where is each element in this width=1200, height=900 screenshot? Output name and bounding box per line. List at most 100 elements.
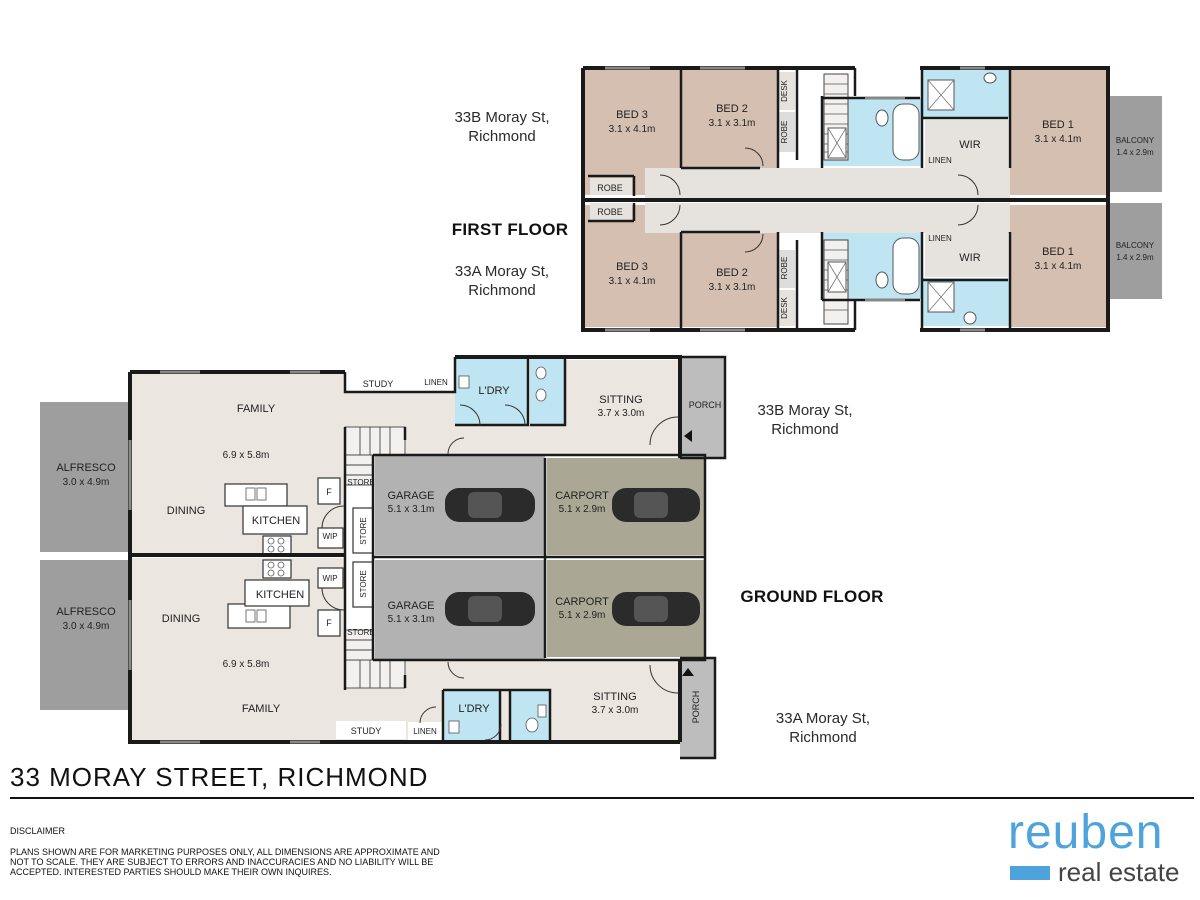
bed3-a-dim: 3.1 x 4.1m — [609, 276, 656, 287]
robe-a2-label: ROBE — [780, 257, 789, 280]
carport-b-label: CARPORT — [555, 490, 609, 502]
dining-b-label: DINING — [167, 505, 206, 517]
wc-b — [530, 357, 565, 425]
alfresco-b-label: ALFRESCO — [56, 462, 116, 474]
wir-b — [925, 120, 1008, 168]
hall-b — [645, 168, 1010, 198]
ff-unit-a-line1: 33A Moray St, — [455, 263, 549, 280]
linen-b — [418, 375, 453, 392]
disclaimer-heading: DISCLAIMER — [10, 826, 66, 836]
bed3-a-label: BED 3 — [616, 261, 648, 273]
study-b-label: STUDY — [363, 379, 394, 389]
laundry-b — [455, 357, 528, 425]
laundry-a-label: L'DRY — [458, 703, 490, 715]
linen-a — [408, 722, 443, 740]
alfresco-a — [40, 560, 130, 710]
desk-b-label: DESK — [780, 79, 789, 101]
bed1-a-label: BED 1 — [1042, 246, 1074, 258]
ff-unit-b-line1: 33B Moray St, — [454, 109, 549, 126]
garage-a-dim: 5.1 x 3.1m — [388, 614, 435, 625]
gf-unit-a-line1: 33A Moray St, — [776, 710, 870, 727]
study-a — [336, 721, 406, 739]
family-a-label: FAMILY — [242, 703, 281, 715]
garage-a-label: GARAGE — [387, 600, 434, 612]
brand-logo-wordmark: reuben — [1008, 806, 1164, 859]
wir-a-label: WIR — [959, 252, 980, 264]
linen-b-label: LINEN — [424, 378, 448, 387]
balcony-a-dim: 1.4 x 2.9m — [1116, 253, 1154, 262]
brand-logo-subtitle: real estate — [1058, 857, 1180, 887]
store-a-label: STORE — [359, 570, 368, 597]
balcony-a-label: BALCONY — [1116, 241, 1155, 250]
property-title: 33 MORAY STREET, RICHMOND — [10, 762, 429, 792]
garage-b-dim: 5.1 x 3.1m — [388, 504, 435, 515]
linen-b-label: LINEN — [928, 156, 952, 165]
bed2-b-dim: 3.1 x 3.1m — [709, 118, 756, 129]
porch-b-label: PORCH — [689, 400, 722, 410]
carport-b-dim: 5.1 x 2.9m — [559, 504, 606, 515]
bed2-b — [682, 70, 777, 168]
hall-a — [645, 203, 1010, 233]
divider — [10, 797, 1194, 799]
entry-arrow-icon — [682, 668, 694, 676]
gf-unit-a-line2: Richmond — [789, 729, 857, 746]
alfresco-b-dim: 3.0 x 4.9m — [63, 477, 110, 488]
kitchen-a-label: KITCHEN — [256, 589, 304, 601]
robe-a-label: ROBE — [597, 207, 623, 217]
alfresco-b — [40, 402, 130, 552]
family-a-dim: 6.9 x 5.8m — [223, 659, 270, 670]
balcony-b-label: BALCONY — [1116, 136, 1155, 145]
first-floor-plan: BED 3 3.1 x 4.1m BED 2 3.1 x 3.1m BED 1 … — [452, 66, 1162, 332]
kitchen-b-label: KITCHEN — [252, 515, 300, 527]
garage-b-label: GARAGE — [387, 490, 434, 502]
bed1-a-dim: 3.1 x 4.1m — [1035, 261, 1082, 272]
wip-b-label: WIP — [322, 532, 337, 541]
first-floor-label: FIRST FLOOR — [452, 220, 569, 239]
robe-b-label: ROBE — [597, 183, 623, 193]
laundry-b-label: L'DRY — [478, 385, 510, 397]
entry-arrow-icon — [684, 430, 692, 442]
bed1-b-dim: 3.1 x 4.1m — [1035, 134, 1082, 145]
store-b-label: STORE — [347, 478, 374, 487]
dining-a-label: DINING — [162, 613, 201, 625]
wip-a-label: WIP — [322, 574, 337, 583]
ground-floor-plan: FAMILY 6.9 x 5.8m DINING KITCHEN ALFRESC… — [40, 355, 883, 760]
study-b — [345, 375, 415, 392]
bed2-a — [682, 232, 777, 327]
family-b-dim: 6.9 x 5.8m — [223, 450, 270, 461]
alfresco-a-label: ALFRESCO — [56, 606, 116, 618]
bed1-b-label: BED 1 — [1042, 119, 1074, 131]
ground-floor-label: GROUND FLOOR — [740, 587, 883, 606]
bed3-b-label: BED 3 — [616, 109, 648, 121]
brand-logo-bar — [1010, 866, 1050, 880]
disclaimer-text: PLANS SHOWN ARE FOR MARKETING PURPOSES O… — [10, 847, 440, 877]
bed2-a-label: BED 2 — [716, 267, 748, 279]
alfresco-a-dim: 3.0 x 4.9m — [63, 621, 110, 632]
balcony-b — [1108, 96, 1162, 192]
store-b2-label: STORE — [359, 517, 368, 544]
study-a-label: STUDY — [351, 726, 382, 736]
linen-a-label: LINEN — [413, 727, 437, 736]
bed1-b — [1010, 70, 1107, 195]
bed2-b-label: BED 2 — [716, 103, 748, 115]
family-b-label: FAMILY — [237, 403, 276, 415]
sitting-b-label: SITTING — [599, 394, 642, 406]
desk-a-label: DESK — [780, 296, 789, 318]
bed1-a — [1010, 205, 1107, 327]
porch-a-label: PORCH — [691, 691, 701, 724]
fridge-b-label: F — [326, 487, 332, 497]
balcony-b-dim: 1.4 x 2.9m — [1116, 148, 1154, 157]
car-icon — [445, 488, 700, 626]
bed2-a-dim: 3.1 x 3.1m — [709, 282, 756, 293]
balcony-a — [1108, 203, 1162, 299]
ff-unit-a-line2: Richmond — [468, 282, 536, 299]
linen-a-label: LINEN — [928, 234, 952, 243]
wir-b-label: WIR — [959, 139, 980, 151]
bed3-b-dim: 3.1 x 4.1m — [609, 124, 656, 135]
store-a2-label: STORE — [347, 628, 374, 637]
carport-a-dim: 5.1 x 2.9m — [559, 610, 606, 621]
gf-unit-b-line2: Richmond — [771, 421, 839, 438]
sitting-a-dim: 3.7 x 3.0m — [592, 705, 639, 716]
ff-unit-b-line2: Richmond — [468, 128, 536, 145]
